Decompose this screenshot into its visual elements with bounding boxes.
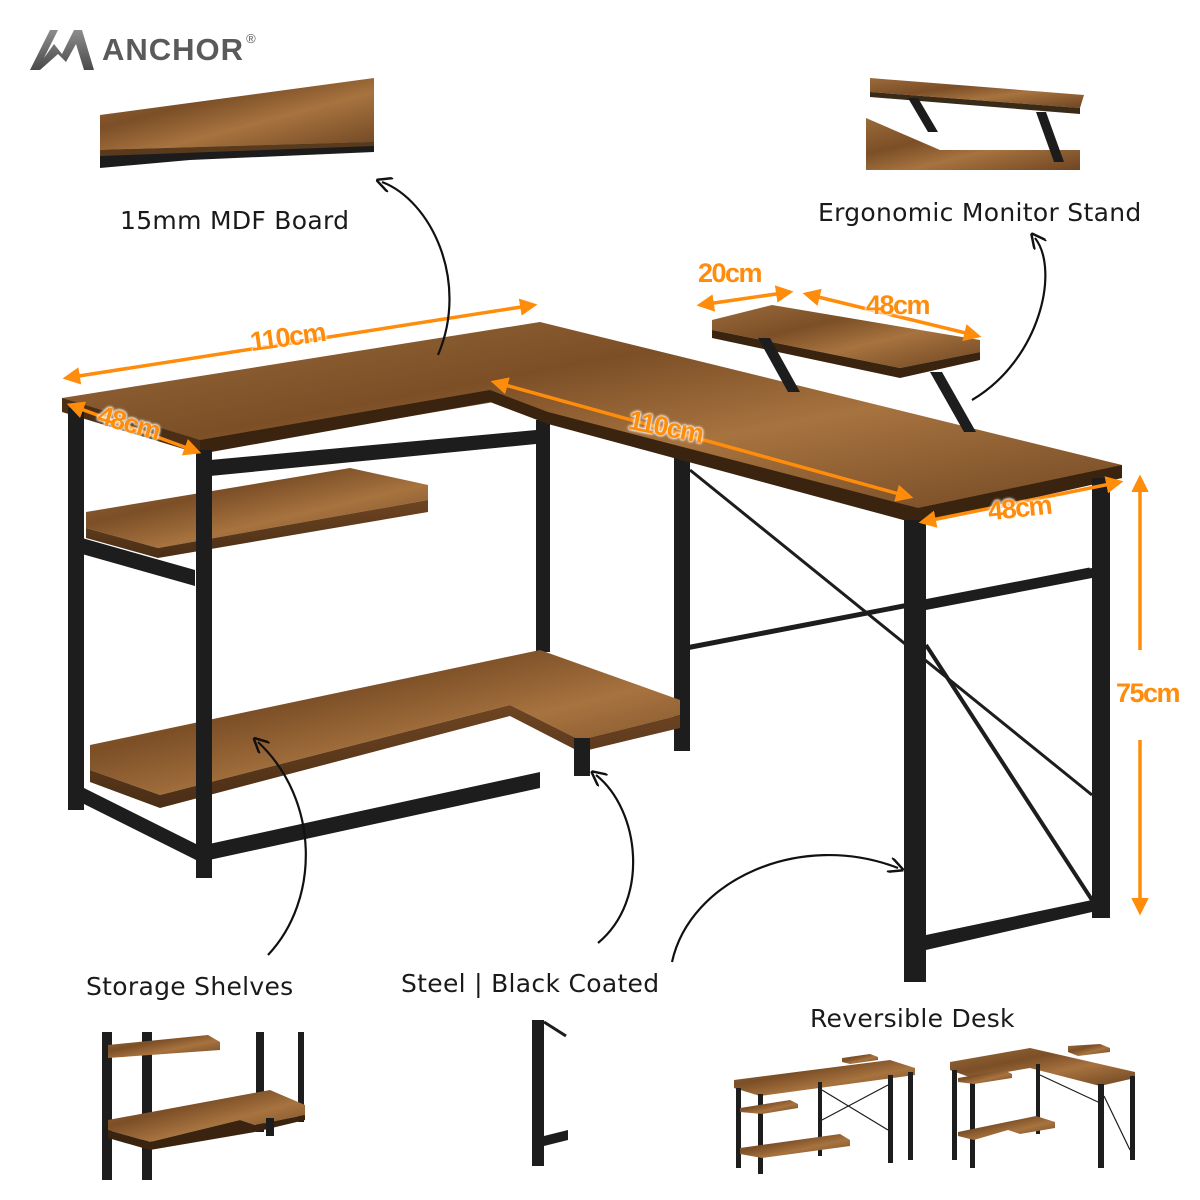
storage-shelves-detail-image — [102, 1032, 305, 1180]
dimension-arrows — [62, 285, 1149, 916]
feature-label-monitor-stand: Ergonomic Monitor Stand — [818, 198, 1142, 227]
callout-arrows — [258, 182, 1045, 963]
feature-label-mdf-board: 15mm MDF Board — [120, 206, 350, 235]
feature-label-reversible-desk: Reversible Desk — [810, 1004, 1015, 1033]
steel-frame-detail-image — [532, 1020, 568, 1166]
dimension-stand-width: 48cm — [866, 290, 931, 320]
anchor-logo-icon — [30, 30, 94, 70]
monitor-stand-detail-image — [866, 78, 1084, 170]
dimension-height: 75cm — [1116, 678, 1181, 708]
dimension-right-depth: 48cm — [986, 489, 1053, 527]
feature-label-steel: Steel | Black Coated — [401, 969, 660, 998]
mdf-board-detail-image — [100, 78, 374, 168]
registered-mark: ® — [246, 30, 256, 46]
l-shaped-desk — [62, 305, 1122, 982]
brand-name: ANCHOR — [102, 32, 245, 67]
dimension-stand-depth: 20cm — [698, 258, 763, 288]
brand-logo: ANCHOR ® — [28, 26, 256, 74]
feature-label-storage-shelves: Storage Shelves — [86, 972, 294, 1001]
reversible-desk-detail-image — [734, 1044, 1135, 1174]
